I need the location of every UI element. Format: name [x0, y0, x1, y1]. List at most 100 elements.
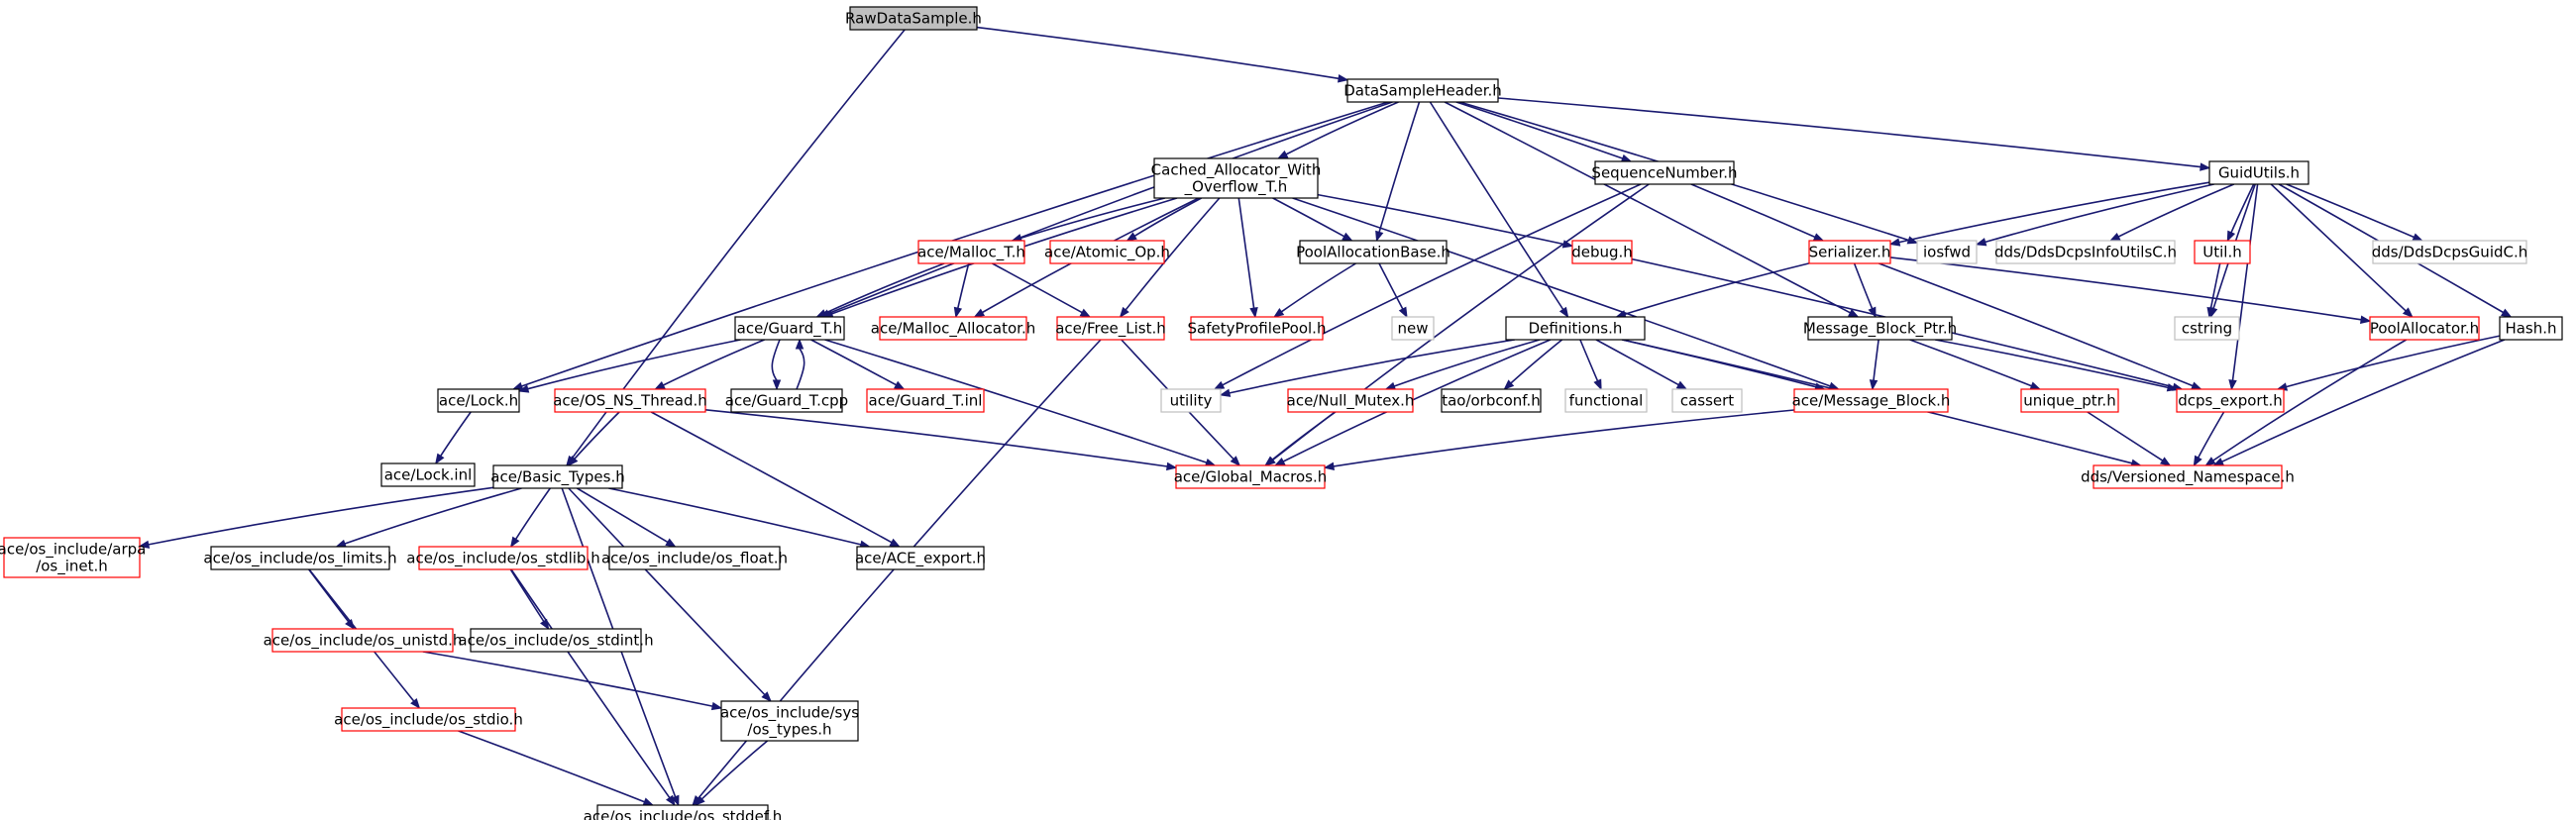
edge-line [704, 409, 1168, 467]
edge-n7-n18 [1378, 262, 1408, 319]
node-ace-null-mutex-h[interactable]: ace/Null_Mutex.h [1287, 388, 1415, 413]
node-guidutils-h[interactable]: GuidUtils.h [2208, 160, 2309, 185]
node-label: Definitions.h [1529, 320, 1623, 338]
node-serializer-h[interactable]: Serializer.h [1808, 240, 1891, 264]
edge-n34-n39 [2087, 411, 2172, 466]
edge-n9-n35 [1878, 262, 2202, 390]
node-ace-guard-t-cpp[interactable]: ace/Guard_T.cpp [725, 388, 848, 413]
node-ace-free-list-h[interactable]: ace/Free_List.h [1055, 316, 1166, 341]
node-debug-h[interactable]: debug.h [1571, 240, 1633, 264]
node-cached-allocator-with-overflow-t-h[interactable]: Cached_Allocator_With_Overflow_T.h [1151, 157, 1322, 199]
edge-line [527, 339, 741, 390]
node-safetyprofilepool-h[interactable]: SafetyProfilePool.h [1188, 316, 1327, 341]
edge-n37-n44 [608, 487, 872, 549]
edge-n1-n14 [818, 101, 1393, 318]
node-ace-os-include-sys-os-types-h[interactable]: ace/os_include/sys/os_types.h [720, 700, 859, 742]
node-ace-malloc-allocator-h[interactable]: ace/Malloc_Allocator.h [871, 316, 1035, 341]
node-ace-os-include-os-unistd-h[interactable]: ace/os_include/os_unistd.h [264, 628, 463, 653]
node-rawdatasample-h[interactable]: RawDataSample.h [845, 6, 982, 31]
edge-n37-n48 [568, 487, 772, 703]
node-unique-ptr-h[interactable]: unique_ptr.h [2020, 388, 2119, 413]
edge-n33-n38 [1323, 409, 1795, 471]
edge-line [2286, 335, 2501, 388]
node-ace-os-ns-thread-h[interactable]: ace/OS_NS_Thread.h [553, 388, 707, 413]
node-tao-orbconf-h[interactable]: tao/orbconf.h [1441, 388, 1542, 413]
node-ace-global-macros-h[interactable]: ace/Global_Macros.h [1174, 464, 1328, 489]
node-label: PoolAllocationBase.h [1296, 244, 1450, 261]
edge-arrowhead [665, 538, 677, 548]
edge-arrowhead [1126, 232, 1137, 242]
edge-arrowhead [1249, 307, 1258, 319]
edge-arrowhead [1166, 461, 1178, 471]
edge-arrowhead [2200, 162, 2211, 171]
edge-n26-n14 [795, 338, 805, 390]
edge-line [514, 487, 551, 540]
node-ace-lock-h[interactable]: ace/Lock.h [437, 388, 520, 413]
edge-line [509, 568, 545, 622]
edge-arrowhead [1272, 308, 1285, 318]
node-label: _Overflow_T.h [1184, 178, 1288, 197]
node-ace-malloc-t-h[interactable]: ace/Malloc_T.h [917, 240, 1025, 264]
edge-arrowhead [1888, 238, 1901, 247]
node-ace-os-include-os-stdlib-h[interactable]: ace/os_include/os_stdlib.h [406, 546, 600, 570]
node-ace-os-include-os-stddef-h[interactable]: ace/os_include/os_stddef.h [584, 804, 783, 820]
edge-arrowhead [889, 538, 902, 548]
node-box [2020, 388, 2119, 413]
node-poolallocationbase-h[interactable]: PoolAllocationBase.h [1296, 240, 1450, 264]
edge-line [1889, 256, 2362, 321]
edge-n1-n4 [1497, 97, 2211, 171]
node-label: ace/Malloc_T.h [917, 244, 1025, 262]
edge-arrowhead [1264, 456, 1276, 466]
node-message-block-ptr-h[interactable]: Message_Block_Ptr.h [1803, 316, 1957, 341]
node-box [856, 546, 985, 570]
node-ace-basic-types-h[interactable]: ace/Basic_Types.h [490, 464, 625, 489]
node-ace-lock-inl[interactable]: ace/Lock.inl [380, 462, 476, 487]
node-datasampleheader-h[interactable]: DataSampleHeader.h [1343, 78, 1502, 103]
node-ace-guard-t-inl[interactable]: ace/Guard_T.inl [866, 388, 985, 413]
node-ace-message-block-h[interactable]: ace/Message_Block.h [1792, 388, 1951, 413]
edge-n4-n11 [2108, 183, 2235, 242]
edge-line [992, 262, 1083, 314]
edge-n25-n37 [567, 411, 620, 467]
edge-line [1378, 101, 1421, 233]
node-definitions-h[interactable]: Definitions.h [1505, 316, 1646, 341]
edge-n7-n17 [1272, 262, 1356, 318]
node-ace-os-include-os-stdio-h[interactable]: ace/os_include/os_stdio.h [334, 707, 523, 732]
node-poolallocator-h[interactable]: PoolAllocator.h [2369, 316, 2480, 341]
node-hash-h[interactable]: Hash.h [2499, 316, 2563, 341]
edges [138, 26, 2513, 807]
edge-arrowhead [973, 308, 985, 318]
node-util-h[interactable]: Util.h [2194, 240, 2251, 264]
edge-arrowhead [1338, 73, 1349, 83]
node-cassert: cassert [1671, 388, 1743, 413]
node-ace-os-include-os-limits-h[interactable]: ace/os_include/os_limits.h [203, 546, 397, 570]
edge-arrowhead [1503, 379, 1515, 390]
edge-arrowhead [410, 697, 421, 710]
node-sequencenumber-h[interactable]: SequenceNumber.h [1591, 160, 1738, 185]
node-ace-guard-t-h[interactable]: ace/Guard_T.h [734, 316, 845, 341]
edge-line [1690, 183, 1816, 239]
edge-arrowhead [2206, 306, 2215, 319]
edge-n9-n20 [1853, 262, 1877, 319]
node-new: new [1391, 316, 1435, 341]
node-label: SafetyProfilePool.h [1188, 320, 1327, 338]
edge-arrowhead [138, 540, 151, 549]
node-ace-os-include-arpa-os-inet-h[interactable]: ace/os_include/arpa/os_inet.h [0, 537, 146, 578]
node-ace-os-include-os-float-h[interactable]: ace/os_include/os_float.h [601, 546, 788, 570]
edge-arrowhead [2159, 457, 2172, 466]
node-label: ace/Free_List.h [1055, 320, 1166, 339]
node-box [271, 628, 454, 653]
edge-n5-n15 [953, 262, 970, 319]
node-dcps-export-h[interactable]: dcps_export.h [2176, 388, 2285, 413]
edge-arrowhead [1342, 232, 1353, 242]
node-dds-versioned-namespace-h[interactable]: dds/Versioned_Namespace.h [2081, 464, 2295, 489]
node-box [1190, 316, 1324, 341]
node-ace-os-include-os-stdint-h[interactable]: ace/os_include/os_stdint.h [458, 628, 654, 653]
edge-line [1898, 181, 2210, 244]
edge-line [1333, 409, 1795, 467]
edge-arrowhead [1398, 306, 1408, 319]
node-ace-atomic-op-h[interactable]: ace/Atomic_Op.h [1044, 240, 1170, 264]
node-ace-ace-export-h[interactable]: ace/ACE_export.h [855, 546, 986, 570]
node-box [1916, 240, 1978, 264]
edge-arrowhead [2500, 308, 2513, 318]
